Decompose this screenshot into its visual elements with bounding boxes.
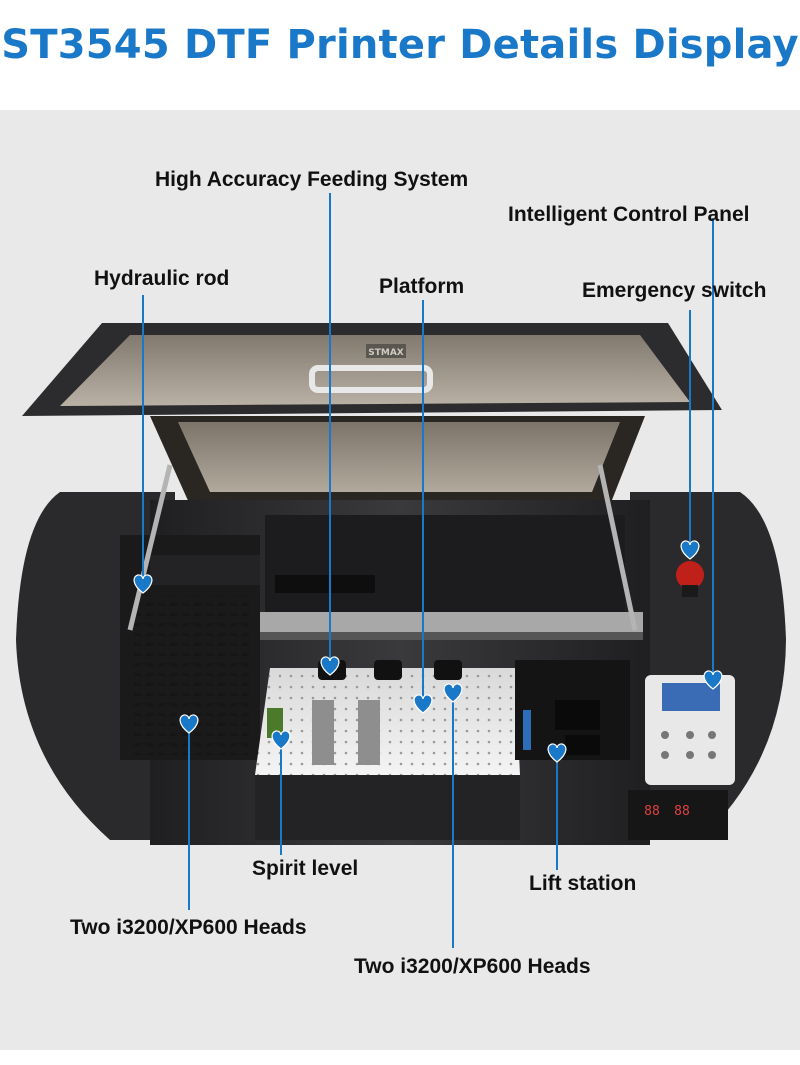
page-title: ST3545 DTF Printer Details Display (1, 22, 799, 68)
heart-marker-icon (413, 694, 433, 714)
label-control-panel: Intelligent Control Panel (508, 203, 750, 226)
label-platform: Platform (379, 275, 465, 298)
label-spirit-level: Spirit level (252, 857, 359, 880)
heart-marker-icon (179, 714, 199, 734)
printer-lid: STMAX (22, 323, 722, 505)
pointer-lines (142, 193, 714, 948)
panel-display-right: 88 (674, 804, 690, 819)
heart-marker-icon (320, 656, 340, 676)
panel-display-left: 88 (644, 804, 660, 819)
heart-marker-icon (680, 540, 700, 560)
label-emergency-switch: Emergency switch (582, 279, 767, 302)
label-hydraulic-rod: Hydraulic rod (94, 267, 230, 290)
heart-marker-icon (443, 683, 463, 703)
heart-marker-icon (133, 574, 153, 594)
header: ST3545 DTF Printer Details Display (0, 0, 800, 110)
label-heads-left: Two i3200/XP600 Heads (70, 916, 307, 939)
heart-marker-icon (703, 670, 723, 690)
heart-marker-icon (271, 730, 291, 750)
label-feeding-system: High Accuracy Feeding System (155, 168, 469, 191)
label-lift-station: Lift station (529, 872, 637, 895)
heart-marker-icon (547, 743, 567, 763)
footer-strip (0, 1050, 800, 1065)
label-heads-right: Two i3200/XP600 Heads (354, 955, 591, 978)
brand-plate: STMAX (368, 348, 404, 358)
printer-body: 88 88 (16, 464, 786, 845)
